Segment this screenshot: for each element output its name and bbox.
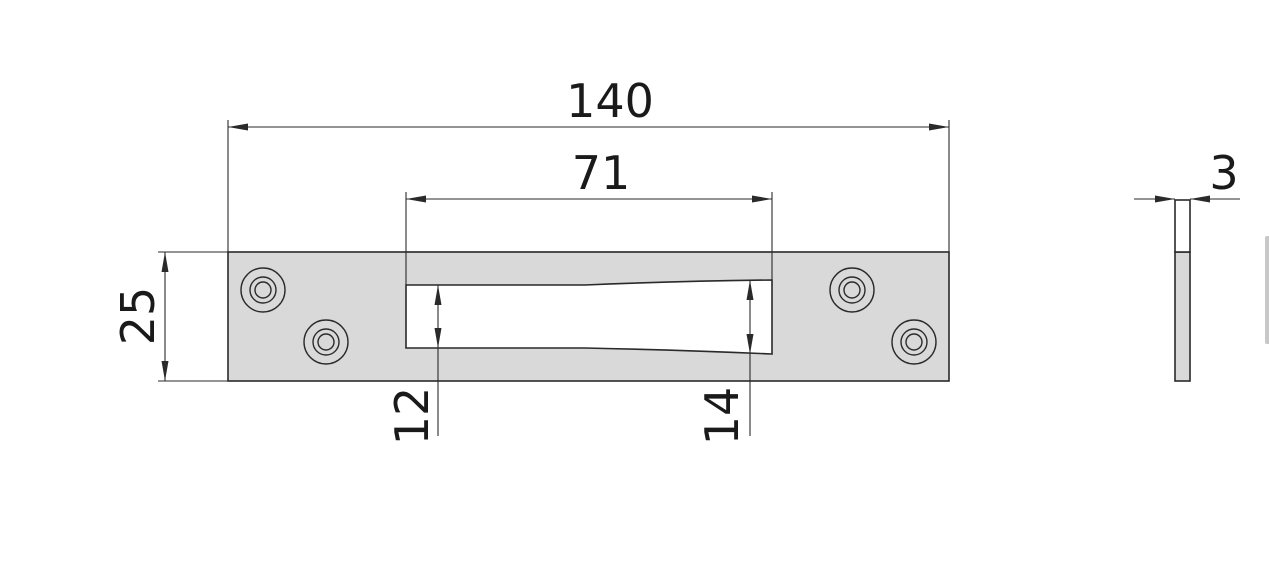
- plate-edge-lower: [1174, 251, 1191, 382]
- thickness-label: 3: [1209, 146, 1238, 200]
- screw-hole-3: [829, 267, 875, 313]
- overall-length-label: 140: [566, 74, 654, 128]
- dimension-slot-length: 71: [405, 146, 773, 252]
- plate-height-label: 25: [111, 287, 165, 346]
- screw-hole-2: [303, 319, 349, 365]
- slot-opening: [405, 279, 773, 355]
- dimension-slot-left-height: 12: [385, 285, 442, 445]
- plate-edge-upper: [1174, 199, 1191, 253]
- dimension-thickness: 3: [1134, 146, 1240, 203]
- side-view: [1174, 199, 1191, 382]
- dimension-slot-right-height: 14: [695, 280, 754, 445]
- slot-right-height-label: 14: [695, 387, 749, 446]
- screw-hole-4: [891, 319, 937, 365]
- dimension-overall-length: 140: [227, 74, 950, 252]
- slot-left-height-label: 12: [385, 387, 439, 446]
- dimension-plate-height: 25: [111, 251, 228, 382]
- front-view: [227, 251, 950, 382]
- scroll-edge-indicator: [1265, 236, 1269, 344]
- slot-length-label: 71: [572, 146, 631, 200]
- screw-hole-1: [240, 267, 286, 313]
